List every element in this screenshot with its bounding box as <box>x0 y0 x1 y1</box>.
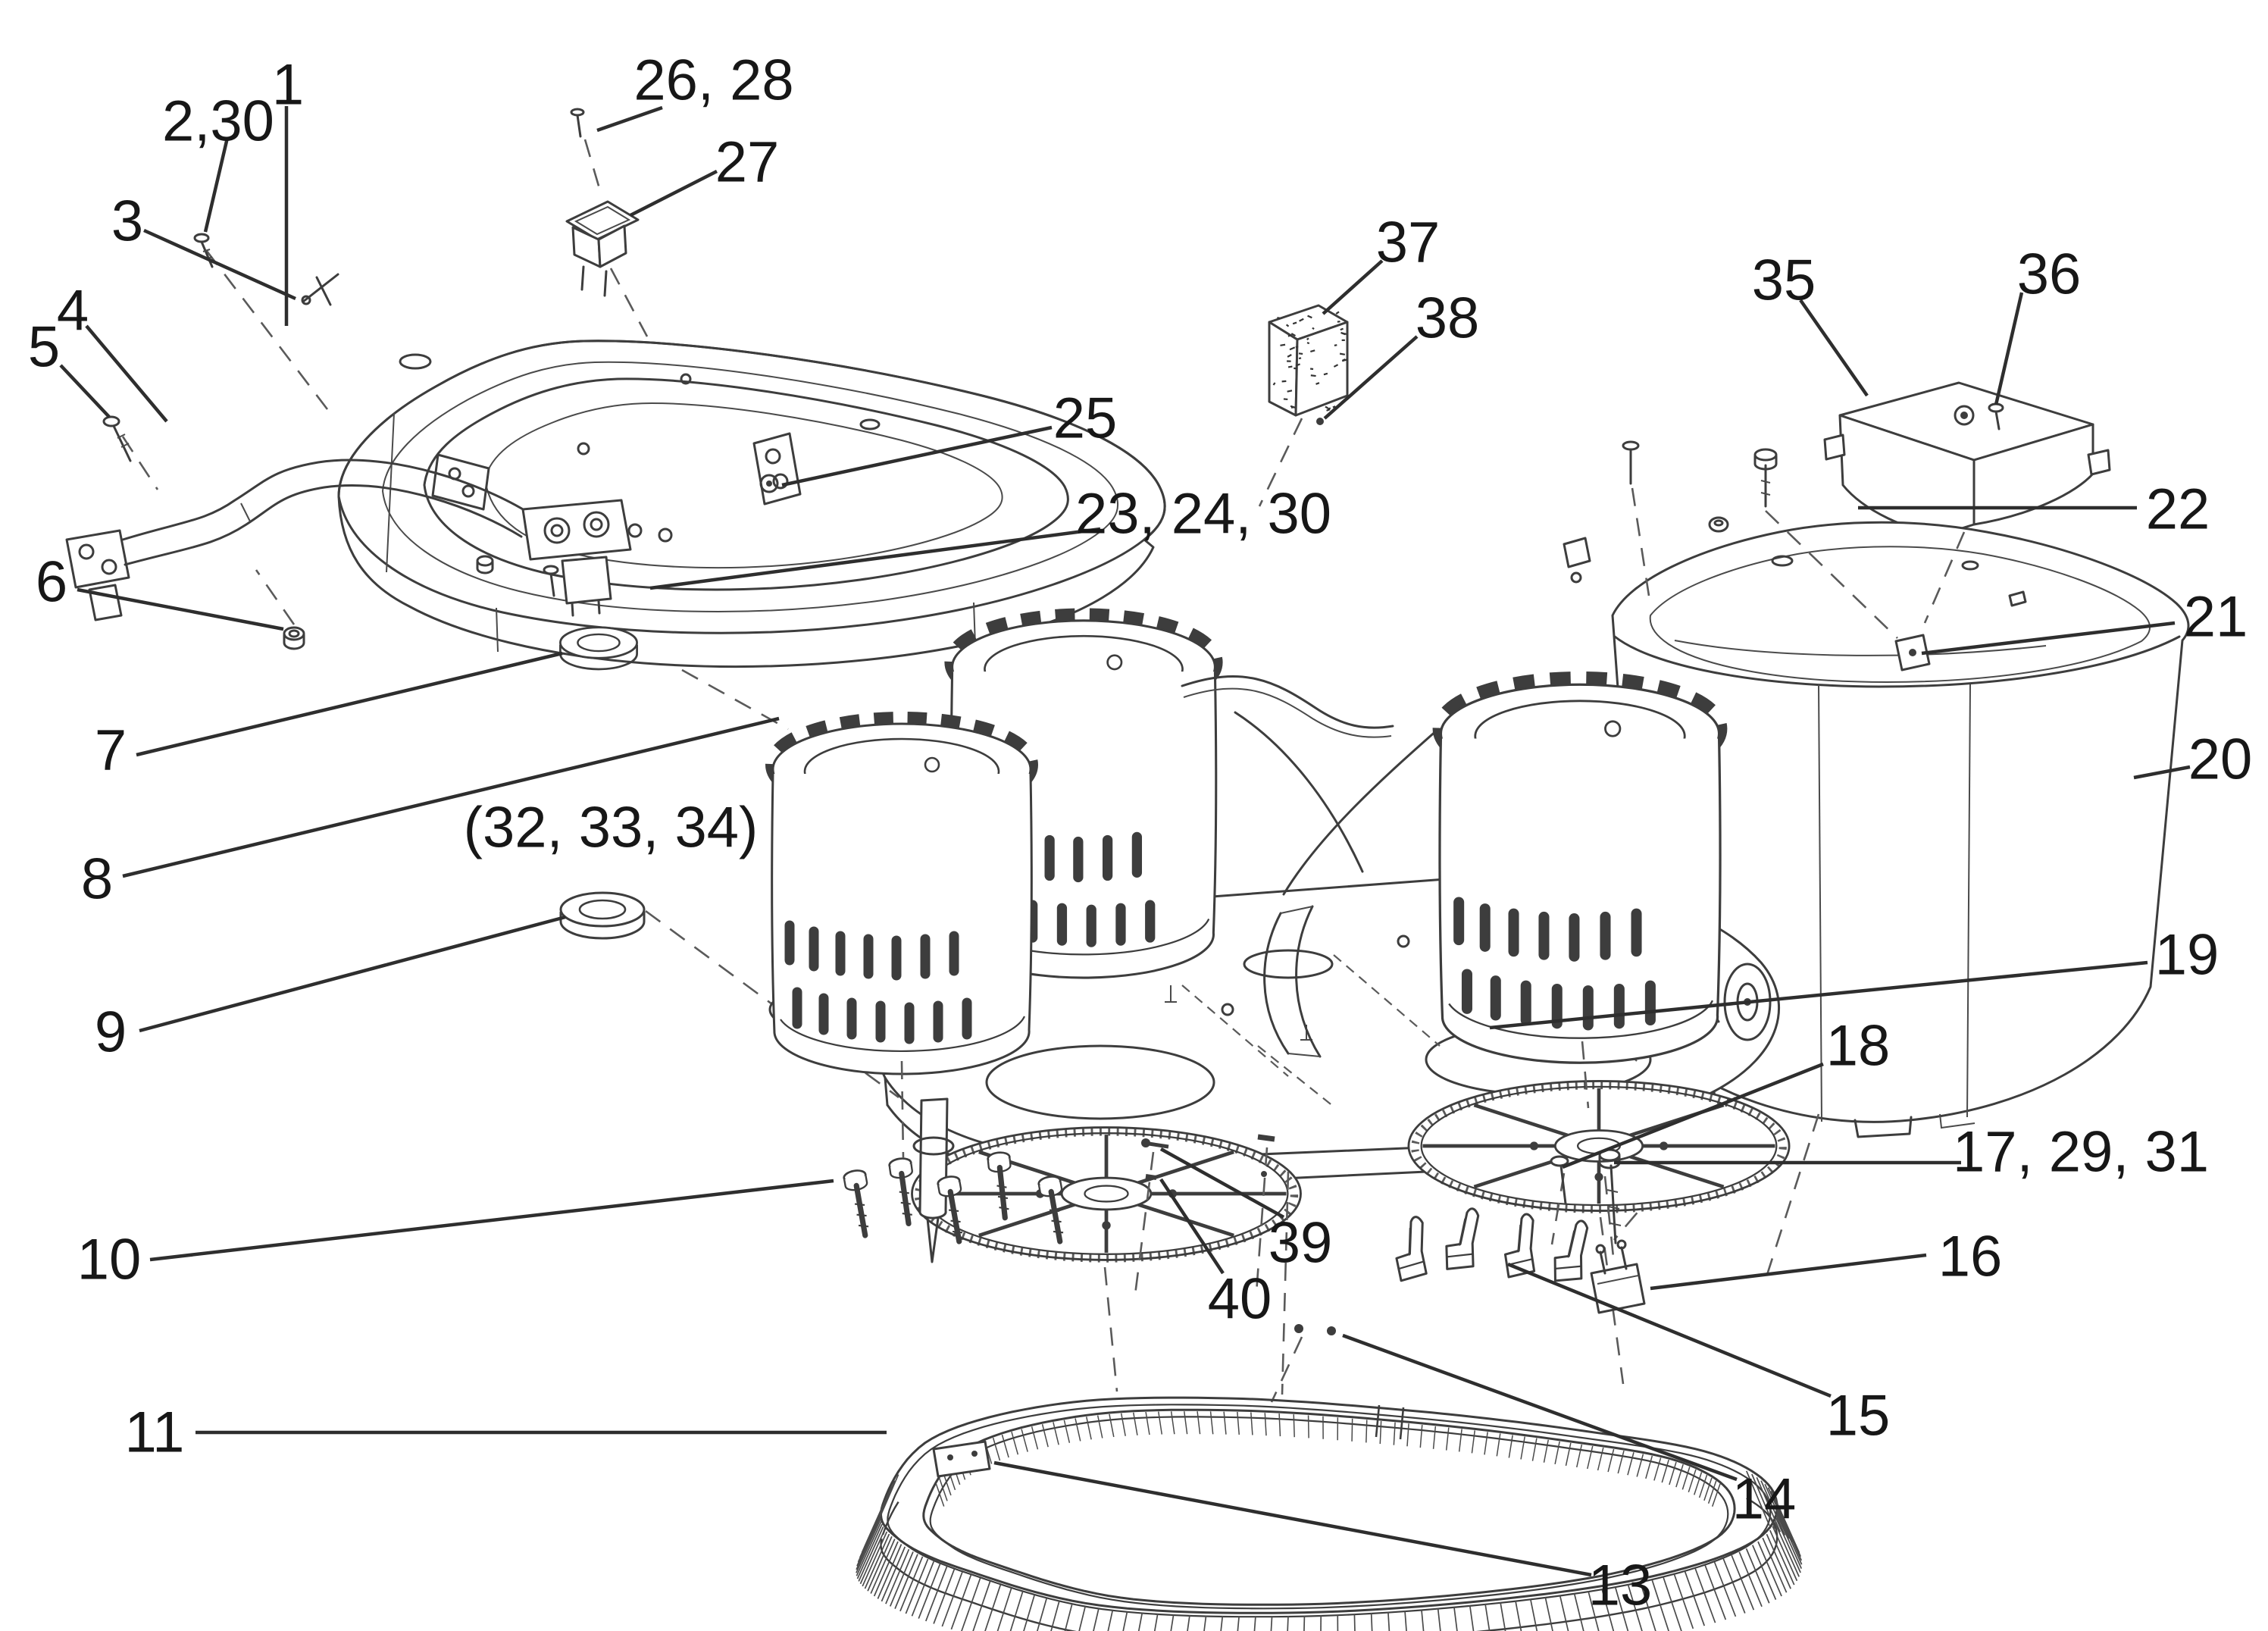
callout-leader-15 <box>1508 1264 1831 1396</box>
motor-right <box>1440 681 1720 1063</box>
callout-label-39: 39 <box>1269 1211 1333 1276</box>
callout-label-11: 11 <box>125 1401 185 1465</box>
screw-part-22 <box>1755 449 1776 506</box>
nut-part-6 <box>284 628 304 649</box>
callout-label-19: 19 <box>2155 923 2220 988</box>
callout-label-22: 22 <box>2146 477 2210 542</box>
callout-label-23-24-30: 23, 24, 30 <box>1075 482 1331 546</box>
callout-leader-10 <box>150 1181 834 1260</box>
callout-label-3: 3 <box>111 189 143 254</box>
callout-label-16: 16 <box>1938 1225 2003 1289</box>
callout-label-37: 37 <box>1376 211 1441 275</box>
latch-group-15 <box>1393 1207 1588 1283</box>
callout-label-8: 8 <box>81 847 113 912</box>
callout-leader-37 <box>1323 261 1382 314</box>
fasteners-14 <box>1294 1324 1336 1335</box>
screw-part-5 <box>104 417 130 461</box>
callout-label-7: 7 <box>95 718 127 783</box>
callout-label-20: 20 <box>2188 728 2253 792</box>
callout-label-6: 6 <box>36 550 67 615</box>
callout-leader-3 <box>144 230 296 299</box>
callout-label-26-28: 26, 28 <box>633 49 793 113</box>
callout-leader-5 <box>61 365 109 417</box>
callout-label-13: 13 <box>1588 1554 1653 1618</box>
callout-leader-35 <box>1800 300 1867 396</box>
callout-leader-36 <box>1996 293 2022 405</box>
callout-label-2-30: 2,30 <box>162 89 274 154</box>
bracket-part-3 <box>302 274 338 305</box>
callout-label-14: 14 <box>1732 1467 1797 1532</box>
callout-leader-14 <box>1343 1335 1737 1479</box>
callout-label-25: 25 <box>1053 387 1118 451</box>
callout-label-10: 10 <box>77 1228 142 1292</box>
callout-label-32-33-34: (32, 33, 34) <box>464 796 759 860</box>
callout-leader-9 <box>139 917 565 1031</box>
callout-label-4: 4 <box>57 279 89 343</box>
brush-skirt-11 <box>856 1398 1802 1631</box>
callout-label-15: 15 <box>1826 1384 1891 1448</box>
callout-leader-7 <box>136 653 562 755</box>
bearing-7 <box>560 628 637 669</box>
callout-label-9: 9 <box>95 1000 127 1065</box>
grommet <box>1710 518 1728 531</box>
module-35 <box>1825 383 2110 535</box>
callout-leader-16 <box>1650 1255 1926 1288</box>
callout-label-17-29-31: 17, 29, 31 <box>1953 1120 2209 1185</box>
callout-label-5: 5 <box>28 315 60 380</box>
callout-label-1: 1 <box>272 53 304 117</box>
callout-label-36: 36 <box>2017 243 2082 307</box>
callout-label-18: 18 <box>1826 1014 1891 1078</box>
cover-assembly <box>339 341 1165 667</box>
motor-left <box>772 721 1032 1074</box>
callout-label-21: 21 <box>2184 585 2248 650</box>
callout-label-35: 35 <box>1752 249 1816 313</box>
callout-label-38: 38 <box>1416 286 1480 351</box>
skirt-plate-13 <box>934 1442 990 1476</box>
bearing-9 <box>561 893 644 938</box>
callout-leader-13 <box>994 1463 1591 1575</box>
callout-leader-27 <box>630 171 717 215</box>
callout-label-27: 27 <box>715 130 780 195</box>
screw-part-26-28 <box>571 109 583 136</box>
screw-small-upper <box>1623 442 1638 484</box>
screw-part-2-30 <box>195 234 212 267</box>
callout-label-40: 40 <box>1208 1267 1272 1332</box>
rocker-switch-27 <box>567 202 638 296</box>
grommet-38 <box>1316 418 1324 425</box>
